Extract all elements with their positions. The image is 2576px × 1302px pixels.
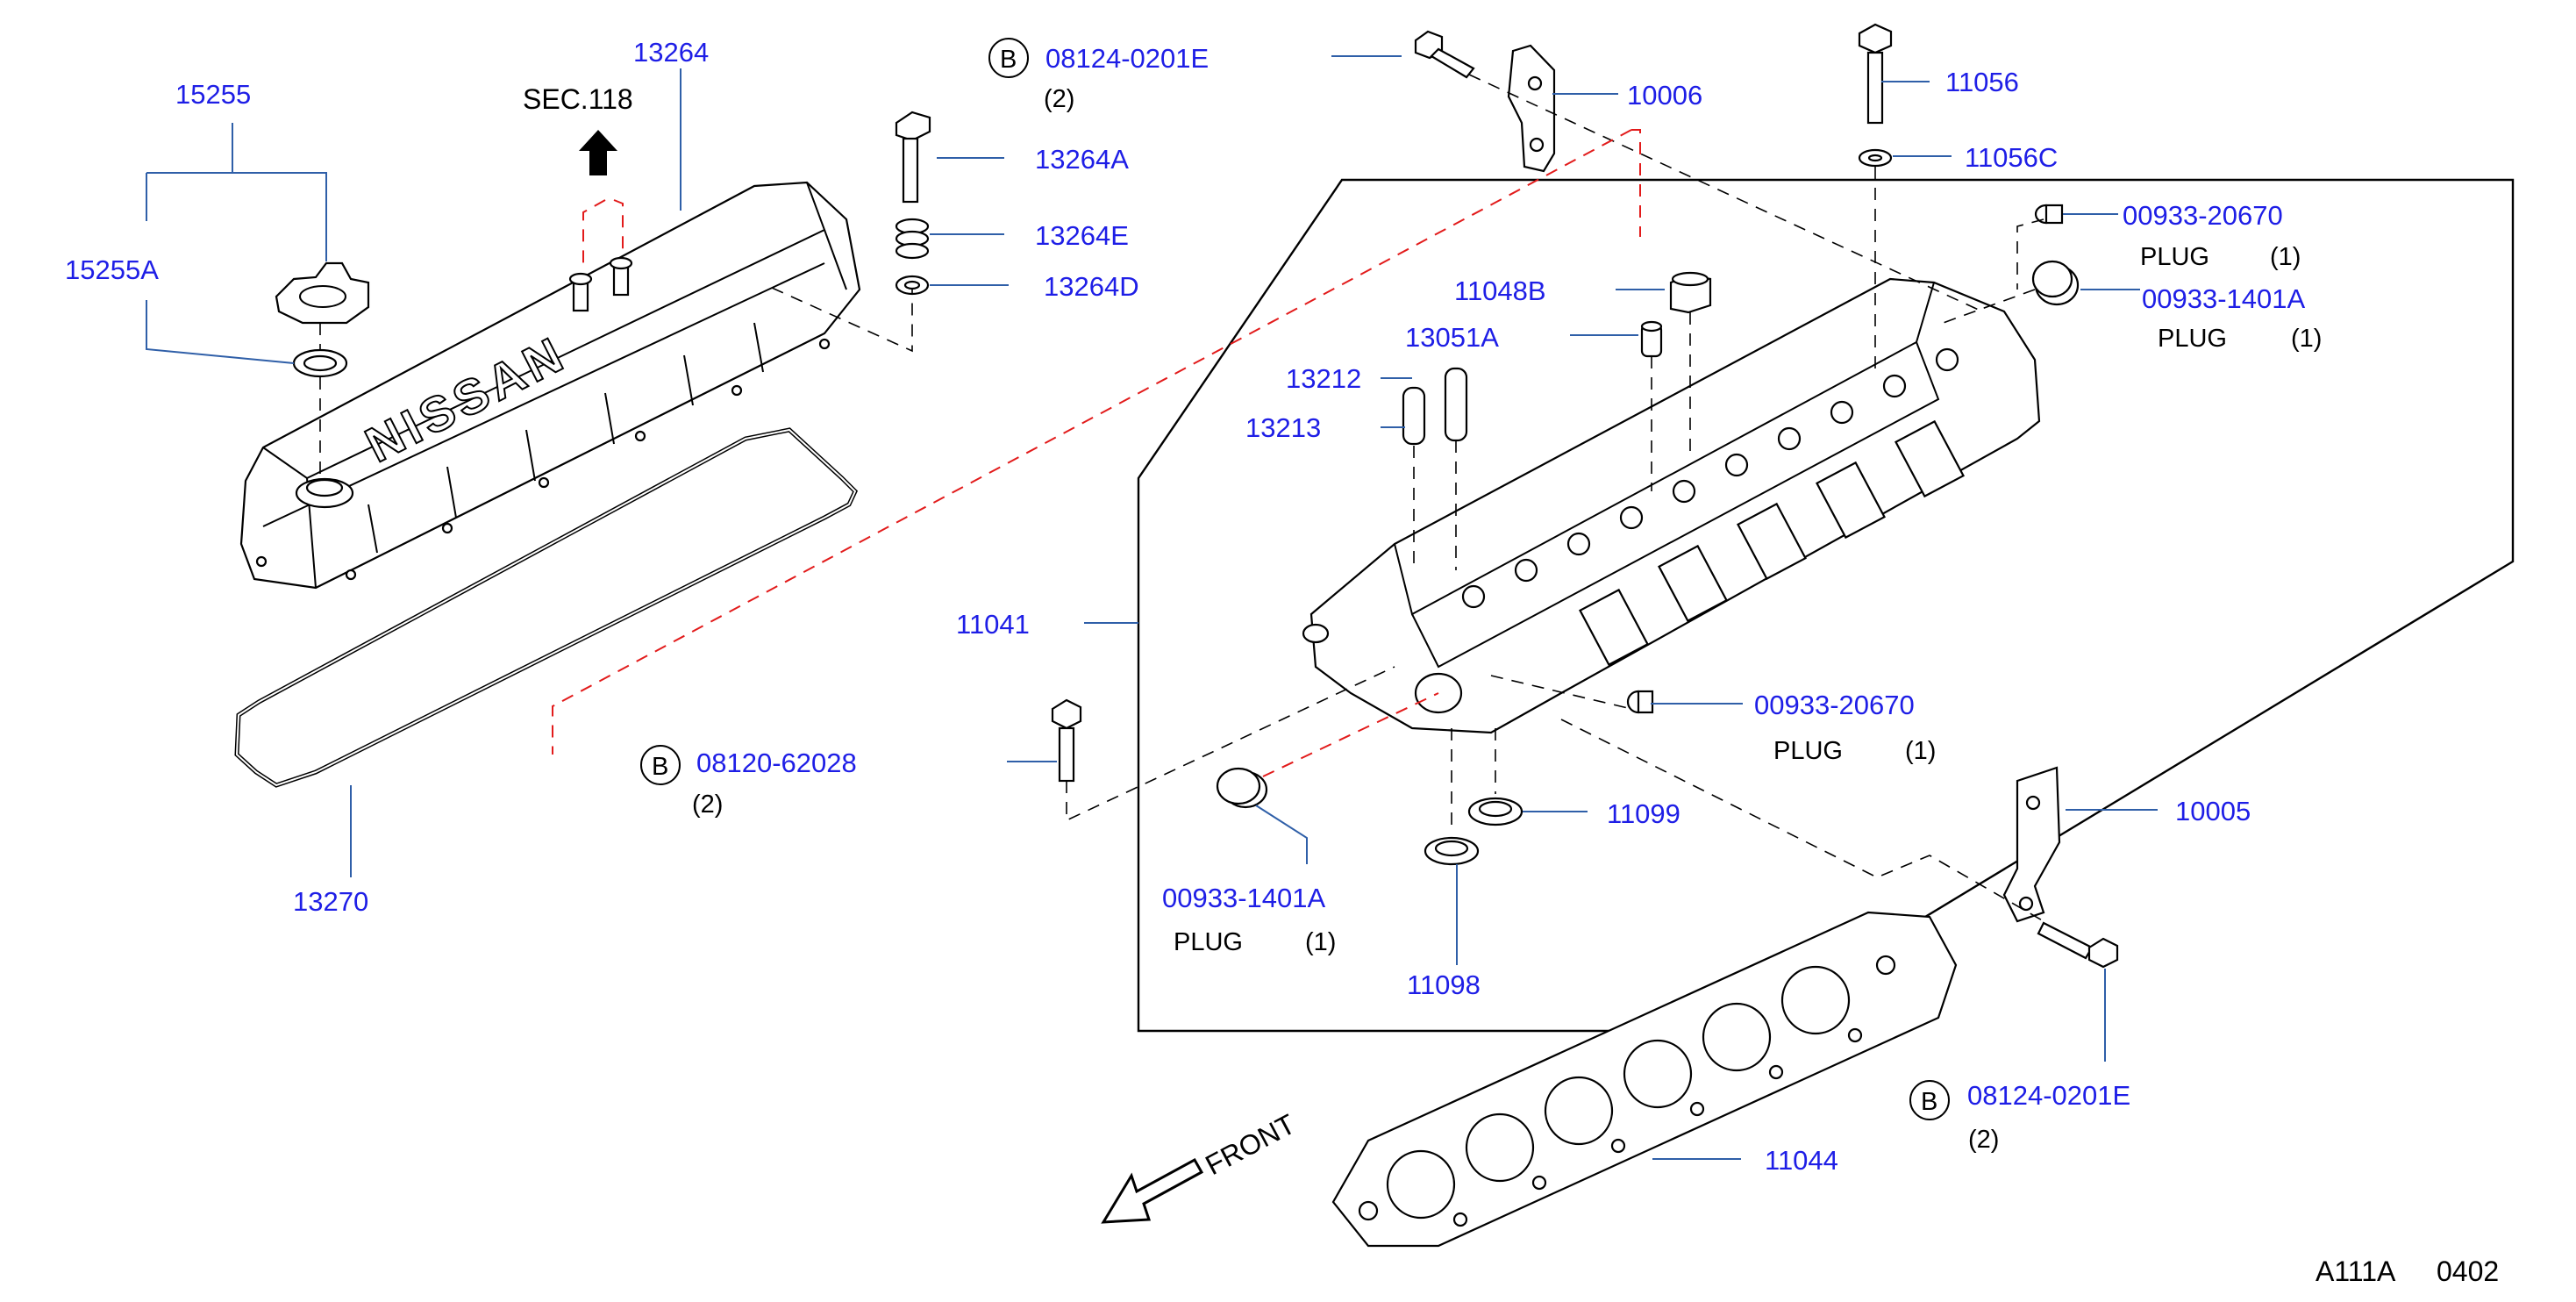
label-15255a: 15255A: [65, 254, 159, 285]
engine-slinger-rear: [1507, 44, 1556, 173]
label-00933-1401a-top: 00933-1401A: [2142, 283, 2305, 314]
label-10005: 10005: [2175, 796, 2251, 826]
label-11041: 11041: [956, 609, 1030, 640]
plug-sub-labels: PLUG (1) PLUG (1) PLUG (1) PLUG (1): [1174, 243, 2322, 956]
plug-bottom-qty: (1): [1305, 928, 1336, 956]
front-label: FRONT: [1200, 1108, 1300, 1182]
label-11056: 11056: [1945, 67, 2019, 97]
label-13213: 13213: [1245, 412, 1321, 443]
plug-small-mid: [1626, 690, 1654, 714]
front-bolt: [1051, 698, 1082, 783]
label-11098: 11098: [1407, 969, 1481, 1000]
plug-bottom-label: PLUG: [1174, 928, 1243, 956]
part-labels: 15255 15255A 13264 13264A 13264E 13264D …: [65, 37, 2305, 1176]
label-15255: 15255: [175, 79, 251, 110]
valve-guides: [1402, 367, 1468, 446]
oil-filler-cap: [275, 261, 370, 325]
rocker-cover: NISSAN: [239, 181, 861, 590]
bolt-marker-left: B (2): [640, 745, 723, 819]
cylinder-head: [1302, 277, 2041, 734]
front-arrow-icon: [1101, 1157, 1204, 1224]
section-arrow: [579, 130, 617, 175]
cover-bolt: [895, 111, 931, 204]
head-bolt: [1858, 23, 1893, 125]
head-bolt-washer: [1858, 148, 1893, 168]
bolt-marker-bottom: B (2): [1909, 1080, 1999, 1154]
bolt-marker-bottom-letter: B: [1921, 1088, 1937, 1116]
plug-top-2-label: PLUG: [2158, 325, 2227, 353]
label-11048b: 11048B: [1454, 275, 1546, 306]
label-13264a: 13264A: [1035, 144, 1129, 175]
label-13264: 13264: [633, 37, 709, 68]
head-gasket: [1331, 911, 1958, 1248]
cover-washer-rubber: [895, 218, 930, 260]
label-11099: 11099: [1607, 798, 1680, 829]
plug-top-1-label: PLUG: [2140, 243, 2209, 271]
seal-cap: [1669, 271, 1712, 314]
label-08124-0201e-bot: 08124-0201E: [1967, 1080, 2130, 1111]
engine-slinger-front: [2002, 766, 2061, 923]
lower-washer-11099: [1467, 797, 1523, 826]
section-ref: SEC.118: [523, 83, 633, 115]
label-08120-62028: 08120-62028: [696, 748, 857, 778]
plug-small-top: [2034, 204, 2064, 225]
label-00933-20670-top: 00933-20670: [2123, 200, 2283, 231]
bracket-bolt-top: [1414, 30, 1475, 79]
bracket-bolt-bottom: [2037, 921, 2119, 969]
plug-top-1-qty: (1): [2270, 243, 2301, 271]
label-13270: 13270: [293, 886, 368, 917]
label-11044: 11044: [1765, 1145, 1838, 1176]
qty-left-bolt: (2): [692, 790, 723, 819]
diagram-code: A111A: [2316, 1256, 2396, 1287]
label-08124-0201e-top: 08124-0201E: [1045, 43, 1209, 74]
qty-bottom-bolt: (2): [1968, 1126, 1999, 1154]
leader-lines: [146, 55, 2158, 1160]
plug-top-2-qty: (1): [2291, 325, 2322, 353]
plug-mid-label: PLUG: [1773, 737, 1843, 765]
label-10006: 10006: [1627, 80, 1702, 111]
plug-large-bottom: [1216, 767, 1268, 809]
bolt-marker-top-letter: B: [1000, 46, 1017, 74]
label-13264e: 13264E: [1035, 220, 1129, 251]
label-13051a: 13051A: [1405, 322, 1499, 353]
lower-washer-11098: [1424, 836, 1480, 866]
dowel-sleeve: [1640, 320, 1663, 358]
bolt-marker-left-letter: B: [652, 753, 668, 781]
plug-large-top: [2031, 260, 2080, 306]
label-00933-20670-mid: 00933-20670: [1754, 690, 1915, 720]
diagram-date: 0402: [2437, 1256, 2499, 1287]
label-00933-1401a-bot: 00933-1401A: [1162, 883, 1325, 913]
plug-mid-qty: (1): [1905, 737, 1936, 765]
label-13264d: 13264D: [1044, 271, 1139, 302]
label-13212: 13212: [1286, 363, 1361, 394]
label-11056c: 11056C: [1965, 142, 2058, 173]
qty-top-bolt: (2): [1044, 85, 1074, 113]
oil-filler-seal: [292, 348, 348, 378]
assembly-dash-lines: [319, 74, 2044, 922]
bolt-marker-top: B (2): [988, 38, 1074, 113]
